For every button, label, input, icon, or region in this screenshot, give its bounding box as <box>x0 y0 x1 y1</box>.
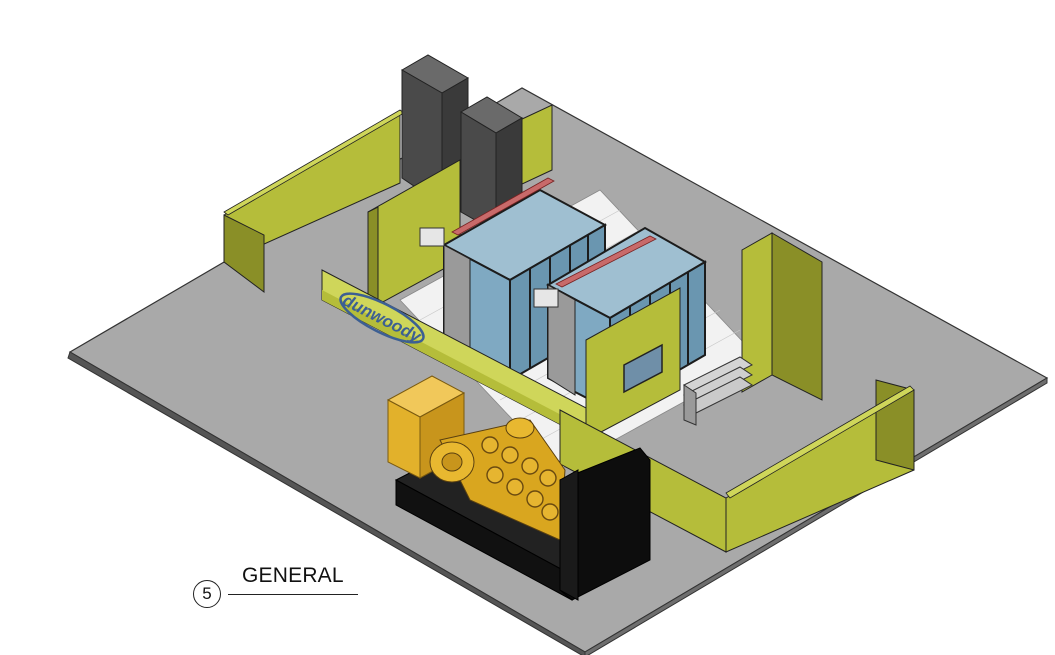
server-room-left-wall <box>367 159 461 311</box>
generator <box>386 375 651 601</box>
entry-stairs <box>683 356 753 426</box>
server-room-right-wall <box>741 232 823 401</box>
cable-tray-1 <box>419 177 555 247</box>
electrical-cabinet-2 <box>460 96 523 233</box>
view-title: GENERAL <box>242 564 344 587</box>
radiator <box>559 447 651 601</box>
engine-block <box>429 417 566 541</box>
cable-tray-2 <box>533 235 657 308</box>
view-callout: 5 GENERAL <box>190 562 390 612</box>
view-number: 5 <box>193 580 221 608</box>
title-underline <box>228 594 358 595</box>
